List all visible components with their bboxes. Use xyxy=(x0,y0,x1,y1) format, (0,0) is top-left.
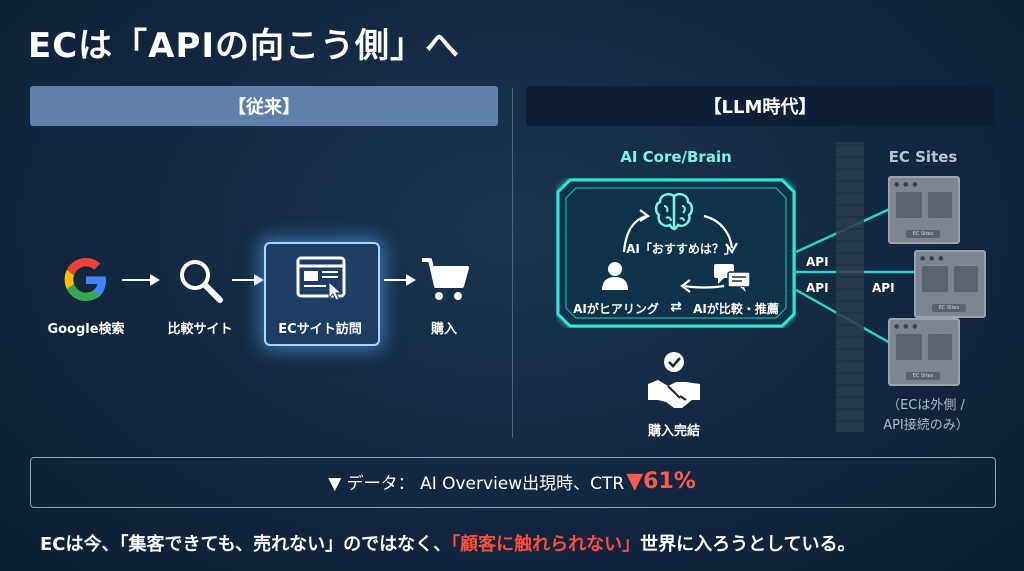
window-dots-icon: ● ● ● xyxy=(920,255,945,262)
shopping-cart-icon xyxy=(420,256,470,304)
ai-hearing-text: AIがヒアリング xyxy=(573,302,659,316)
traditional-header: 【従来】 xyxy=(30,86,498,126)
ec-sites-label: EC Sites xyxy=(888,148,958,166)
swap-arrows-icon: ⇄ xyxy=(670,299,682,315)
cycle-arrows xyxy=(604,200,754,320)
data-bar-content: ▼ データ： AI Overview出現時、CTR ▼61% xyxy=(30,457,994,506)
window-dots-icon: ● ● ● xyxy=(894,323,919,330)
api-label: API xyxy=(806,255,829,269)
ec-site-visit-box xyxy=(264,242,380,346)
ec-sites-note: （ECは外側 / API接続のみ） xyxy=(870,396,982,436)
page-title: ECは「APIの向こう側」へ xyxy=(28,26,461,66)
flow-arrow xyxy=(122,279,152,281)
cart-icon xyxy=(928,334,952,360)
flow-label-ec-visit: ECサイト訪問 xyxy=(278,322,362,337)
flow-label-purchase: 購入 xyxy=(430,322,457,337)
chat-compare-icon xyxy=(712,262,752,292)
flow-arrow-head xyxy=(150,274,160,286)
ai-core-label: AI Core/Brain xyxy=(620,148,732,166)
person-icon xyxy=(600,260,630,290)
shirt-icon xyxy=(896,192,922,218)
api-label: API xyxy=(872,281,895,295)
ec-site-card: ● ● ● EC Sites xyxy=(888,318,960,386)
brain-icon xyxy=(652,192,696,232)
browser-window-icon xyxy=(296,256,346,302)
ec-site-card: ● ● ● EC Sites xyxy=(914,250,986,318)
cart-icon xyxy=(954,266,978,292)
flow-arrow-head xyxy=(254,274,264,286)
data-bar xyxy=(30,457,996,508)
ec-site-tag: EC Sites xyxy=(906,230,940,238)
ec-site-tag: EC Sites xyxy=(932,304,966,312)
bottom-text-part2: 世界に入ろうとしている。 xyxy=(640,534,856,555)
ec-site-card: ● ● ● EC Sites xyxy=(888,176,960,244)
flow-arrow xyxy=(232,279,258,281)
magnifier-icon xyxy=(176,256,224,304)
handshake-check-icon xyxy=(646,350,702,412)
purchase-complete-label: 購入完結 xyxy=(647,424,700,439)
ec-note-line2: API接続のみ） xyxy=(883,418,969,433)
ai-compare-text: AIが比較・推薦 xyxy=(693,302,779,316)
flow-label-google: Google検索 xyxy=(47,322,125,337)
bottom-statement: ECは今、「集客できても、売れない」のではなく、「顧客に触れられない」世界に入ろ… xyxy=(40,530,1000,556)
bottom-text-highlight: 「顧客に触れられない」 xyxy=(451,534,641,555)
ctr-drop-value: ▼61% xyxy=(626,469,696,494)
ec-site-tag: EC Sites xyxy=(906,372,940,380)
data-bar-text: ▼ データ： AI Overview出現時、CTR xyxy=(328,474,625,494)
ai-question-text: AI「おすすめは？」 xyxy=(626,242,736,256)
firewall-wall xyxy=(836,142,864,432)
shirt-icon xyxy=(896,334,922,360)
shirt-icon xyxy=(922,266,948,292)
window-dots-icon: ● ● ● xyxy=(894,181,919,188)
ec-note-line1: （ECは外側 / xyxy=(887,398,965,413)
llm-era-header: 【LLM時代】 xyxy=(526,86,994,126)
cart-icon xyxy=(928,192,952,218)
flow-arrow xyxy=(384,279,410,281)
flow-label-compare: 比較サイト xyxy=(167,322,233,337)
section-divider xyxy=(512,88,513,438)
google-icon xyxy=(62,256,110,304)
flow-arrow-head xyxy=(406,274,416,286)
api-label: API xyxy=(806,281,829,295)
bottom-text-part1: ECは今、「集客できても、売れない」のではなく、 xyxy=(40,534,452,555)
